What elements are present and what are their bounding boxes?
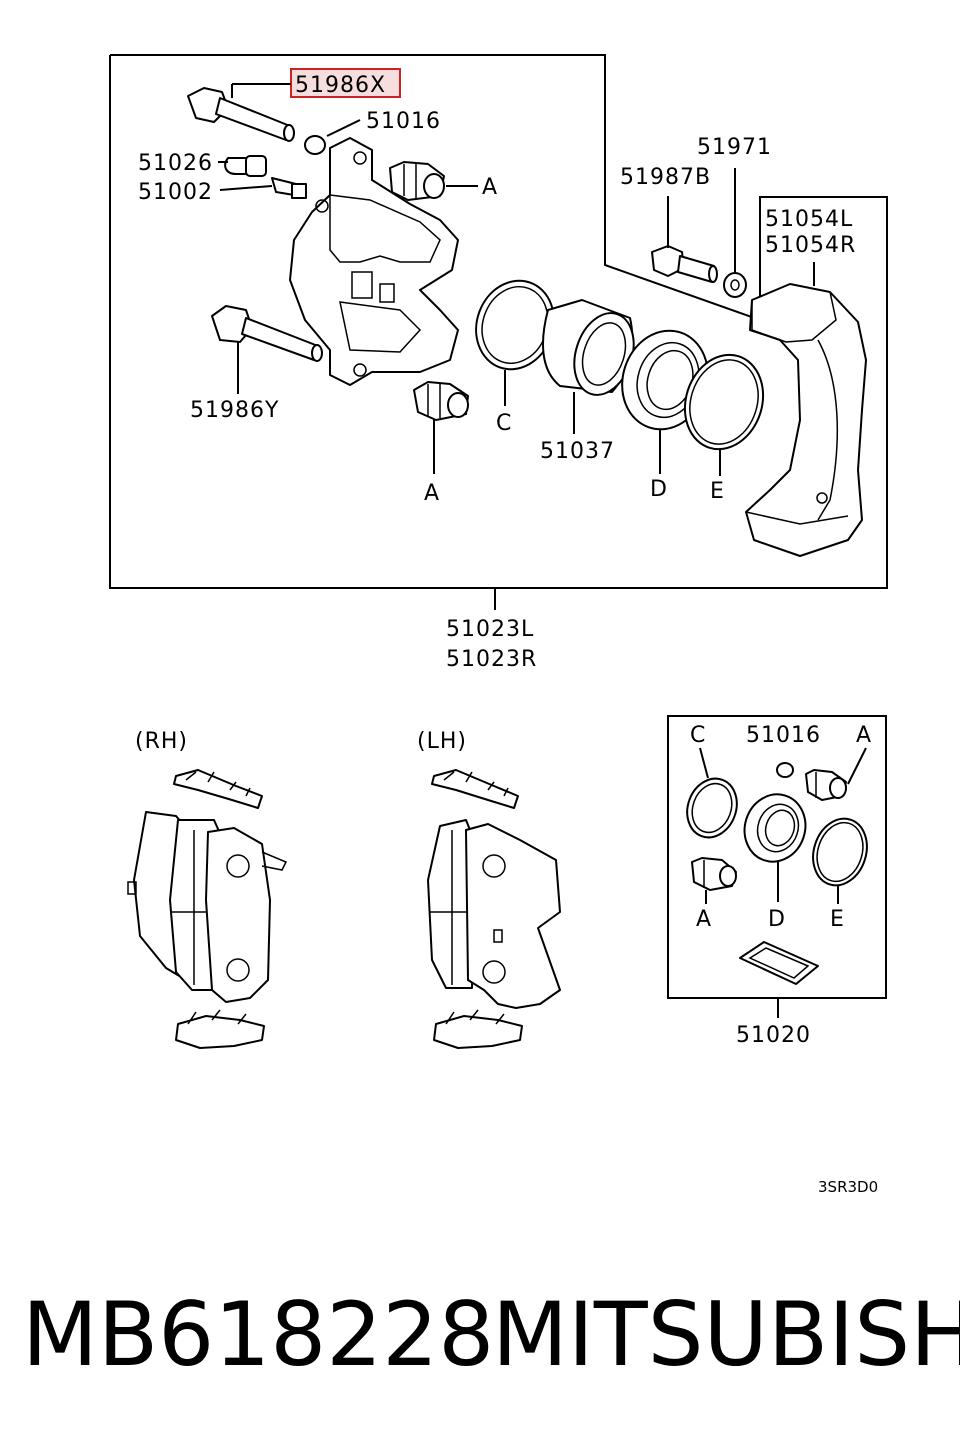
kit-label-51016: 51016 [746,723,821,748]
kit-boot-upper [805,769,847,801]
ring-e [683,353,765,451]
label-lh: (LH) [417,729,467,754]
label-51016: 51016 [366,109,441,134]
pad-clip-lh-bottom [433,1009,523,1049]
kit-leader-a-top [847,747,867,785]
kit-seal-d [743,793,807,863]
boot-a-lower [413,381,469,421]
pad-clip-rh-top [173,769,263,809]
kit-leader-c [699,747,709,779]
part-number: MB618228 [22,1283,495,1386]
washer [723,272,747,298]
pad-clip-rh-bottom [175,1009,265,1049]
footer: MB618228 MITSUBISHI [0,1285,960,1405]
label-51026: 51026 [138,151,213,176]
kit-boot-lower [691,857,737,891]
pad-lh-inner [465,823,561,1009]
kit-grease-packet [739,941,819,985]
bracket-bolt [651,245,718,283]
kit-label-a-top: A [856,723,872,748]
label-c: C [496,411,512,436]
kit-label-c: C [690,723,706,748]
pad-clip-lh-top [431,769,519,809]
label-51023l: 51023L [446,617,534,642]
figure-code: 3SR3D0 [818,1178,878,1196]
kit-label-d: D [768,907,786,932]
leader-51002 [219,185,273,191]
boot-a-upper [389,161,445,201]
brand-name: MITSUBISHI [492,1283,960,1386]
kit-label-e: E [830,907,845,932]
assembly-frame [109,54,888,589]
kit-ring-c [686,777,738,839]
label-rh: (RH) [135,729,188,754]
bleeder-screw [271,177,307,199]
label-51987b: 51987B [620,165,711,190]
label-a-bottom: A [424,481,440,506]
label-51037: 51037 [540,439,615,464]
label-51054r: 51054R [765,233,856,258]
label-51986x: 51986X [295,73,386,98]
label-e: E [710,479,725,504]
label-a-top: A [482,175,498,200]
label-51002: 51002 [138,180,213,205]
label-51023r: 51023R [446,647,537,672]
caliper-bracket [745,283,867,557]
pad-lh-outer [427,819,475,989]
caliper-body [289,137,459,386]
label-d: D [650,477,668,502]
leader-51016 [326,119,361,137]
pin-bolt-upper [187,87,295,142]
kit-label-a-bottom: A [696,907,712,932]
kit-ring-e [812,817,868,887]
kit-cap [776,762,794,778]
piston [542,299,635,396]
cap-51016 [304,135,326,155]
bleeder-cap [224,155,267,177]
kit-label-51020: 51020 [736,1023,811,1048]
pad-rh-inner-2 [205,827,288,1003]
label-51986y: 51986Y [190,398,279,423]
pin-bolt-lower [211,305,323,362]
label-51971: 51971 [697,135,772,160]
label-51054l: 51054L [765,207,853,232]
